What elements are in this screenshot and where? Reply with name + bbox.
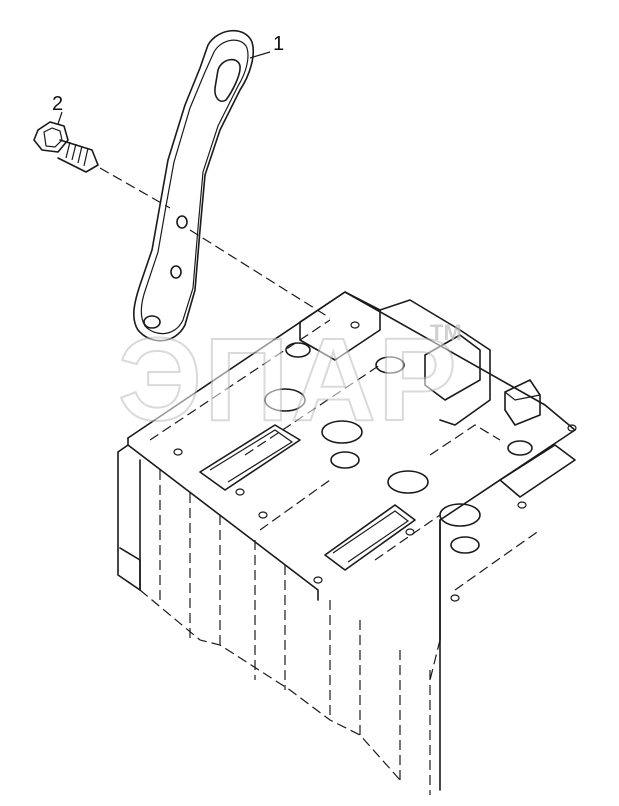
bolt-icon	[33, 121, 99, 173]
callout-2-leader	[57, 111, 63, 125]
callout-2-label: 2	[52, 93, 63, 115]
bracket-icon	[133, 29, 255, 342]
callout-1-leader	[249, 51, 271, 59]
bracket-to-head-guide-line	[189, 229, 331, 319]
watermark-logo: ЭПАР	[118, 314, 459, 446]
callout-1-label: 1	[273, 33, 284, 55]
bolt-to-bracket-guide-line	[99, 167, 171, 209]
cylinder-head-icon	[117, 291, 577, 795]
watermark-tm: TM	[430, 320, 462, 345]
